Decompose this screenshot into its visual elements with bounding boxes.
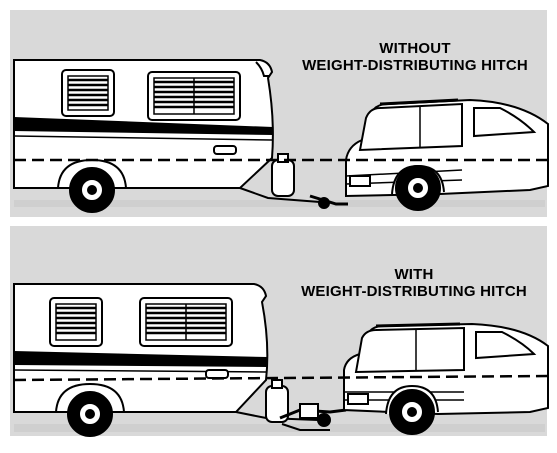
trailer-top: [14, 60, 320, 212]
trailer-top-window-1: [62, 70, 114, 116]
caption-with-line1: WITH: [278, 266, 550, 283]
trailer-bottom-wheel: [68, 392, 112, 436]
tow-vehicle-bottom-wheel: [390, 390, 434, 434]
trailer-top-window-2: [148, 72, 240, 120]
trailer-bottom: [14, 284, 318, 436]
caption-without-line2: WEIGHT-DISTRIBUTING HITCH: [280, 57, 550, 74]
tow-vehicle-top-wheel: [396, 166, 440, 210]
scene-without-hitch: [14, 60, 548, 212]
tow-vehicle-top: [346, 100, 548, 210]
caption-without-line1: WITHOUT: [280, 40, 550, 57]
caption-with-hitch: WITH WEIGHT-DISTRIBUTING HITCH: [278, 266, 550, 300]
trailer-top-wheel: [70, 168, 114, 212]
caption-with-line2: WEIGHT-DISTRIBUTING HITCH: [278, 283, 550, 300]
caption-without-hitch: WITHOUT WEIGHT-DISTRIBUTING HITCH: [280, 40, 550, 74]
tow-vehicle-bottom: [344, 324, 548, 434]
trailer-bottom-window-1: [50, 298, 102, 346]
trailer-bottom-window-2: [140, 298, 232, 346]
scene-with-hitch: [14, 284, 548, 436]
